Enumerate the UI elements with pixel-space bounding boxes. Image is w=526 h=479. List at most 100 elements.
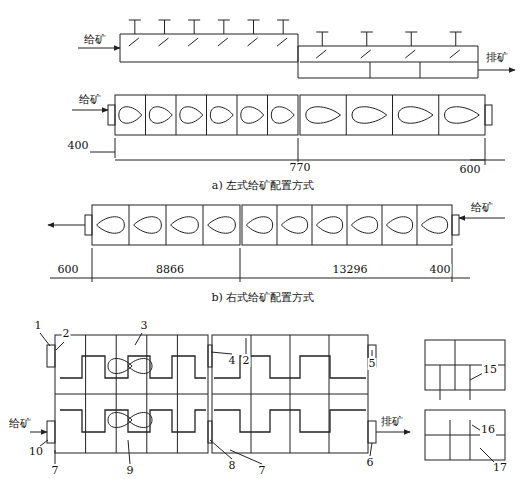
callout-number: 7 [258, 465, 267, 477]
valve-rod [129, 38, 139, 46]
valve-rod [159, 38, 169, 46]
valve-rod [248, 38, 258, 46]
impeller [210, 107, 233, 124]
cell-wall [312, 205, 313, 245]
impeller [149, 107, 172, 124]
cell-wall [346, 95, 347, 135]
valve-wheel [248, 20, 260, 21]
callout-number: 3 [140, 320, 149, 332]
callout-number: 2 [242, 355, 251, 367]
callout-number: 6 [366, 457, 375, 469]
cell-wall [177, 335, 178, 453]
valve-stem [411, 32, 412, 46]
impeller [246, 217, 272, 234]
valve-rod [361, 50, 371, 58]
valve-wheel [218, 20, 230, 21]
dimension: 400 [67, 140, 90, 152]
valve-stem [455, 32, 456, 46]
impeller [128, 359, 152, 374]
impeller [208, 217, 236, 234]
callout-number: 5 [368, 358, 377, 370]
valve-wheel [129, 20, 141, 21]
dimension: 13296 [332, 264, 369, 276]
cell-wall [129, 205, 130, 245]
impeller [128, 413, 152, 428]
cell-wall [382, 205, 383, 245]
valve-stem [253, 20, 254, 34]
impeller [351, 217, 377, 234]
dimension: 8866 [155, 264, 185, 276]
impeller [134, 217, 162, 234]
impeller [180, 107, 203, 124]
valve-wheel [316, 32, 328, 33]
callout-number: 16 [480, 424, 496, 436]
cell-wall [329, 335, 330, 453]
cell-wall [290, 335, 291, 453]
callout-number: 7 [51, 465, 60, 477]
valve-rod [218, 38, 228, 46]
callout-number: 1 [34, 320, 43, 332]
valve-wheel [277, 20, 289, 21]
valve-stem [283, 20, 284, 34]
valve-stem [164, 20, 165, 34]
cell-wall [251, 335, 252, 453]
impeller [241, 107, 264, 124]
cell-wall [438, 95, 439, 135]
cell-wall [277, 205, 278, 245]
impeller [97, 217, 125, 234]
valve-rod [316, 50, 326, 58]
feed-label: 给矿 [83, 34, 107, 46]
impeller [445, 107, 480, 124]
valve-wheel [361, 32, 373, 33]
valve-rod [450, 50, 460, 58]
callout-number: 17 [492, 462, 508, 474]
impeller [398, 107, 433, 124]
impeller [421, 217, 447, 234]
valve-wheel [450, 32, 462, 33]
dimension: 400 [429, 264, 452, 276]
cell-wall [146, 335, 147, 453]
valve-stem [134, 20, 135, 34]
valve-wheel [405, 32, 417, 33]
callout-number: 给矿 [8, 418, 32, 430]
discharge-label: 排矿 [485, 52, 509, 64]
cell-wall [203, 205, 204, 245]
cell-wall [347, 205, 348, 245]
cell-wall [116, 335, 117, 453]
valve-stem [194, 20, 195, 34]
cell-wall [85, 335, 86, 453]
dimension: 770 [289, 162, 312, 174]
cell-wall [237, 95, 238, 135]
feed-label: 给矿 [78, 94, 102, 106]
valve-wheel [159, 20, 171, 21]
feed-label: 给矿 [470, 202, 494, 214]
callout-number: 排矿 [380, 416, 404, 428]
callout-number: 9 [126, 465, 135, 477]
figure-caption: a) 左式给矿配置方式 [211, 180, 315, 192]
valve-stem [366, 32, 367, 46]
impeller [171, 217, 199, 234]
cell-wall [417, 205, 418, 245]
impeller [316, 217, 342, 234]
callout-number: 10 [28, 446, 44, 458]
cell-wall [392, 95, 393, 135]
valve-rod [277, 38, 287, 46]
callout-number: 4 [228, 355, 237, 367]
cell-wall [145, 95, 146, 135]
callout-number: 8 [228, 460, 237, 472]
callout-number: 2 [62, 328, 71, 340]
impeller [352, 107, 387, 124]
dimension: 600 [459, 164, 482, 176]
cell-wall [206, 95, 207, 135]
cell-wall [267, 95, 268, 135]
impeller [281, 217, 307, 234]
valve-rod [405, 50, 415, 58]
impeller [306, 107, 341, 124]
impeller [271, 107, 294, 124]
cell-wall [166, 205, 167, 245]
figure-caption: b) 右式给矿配置方式 [211, 292, 316, 304]
valve-stem [223, 20, 224, 34]
impeller [386, 217, 412, 234]
